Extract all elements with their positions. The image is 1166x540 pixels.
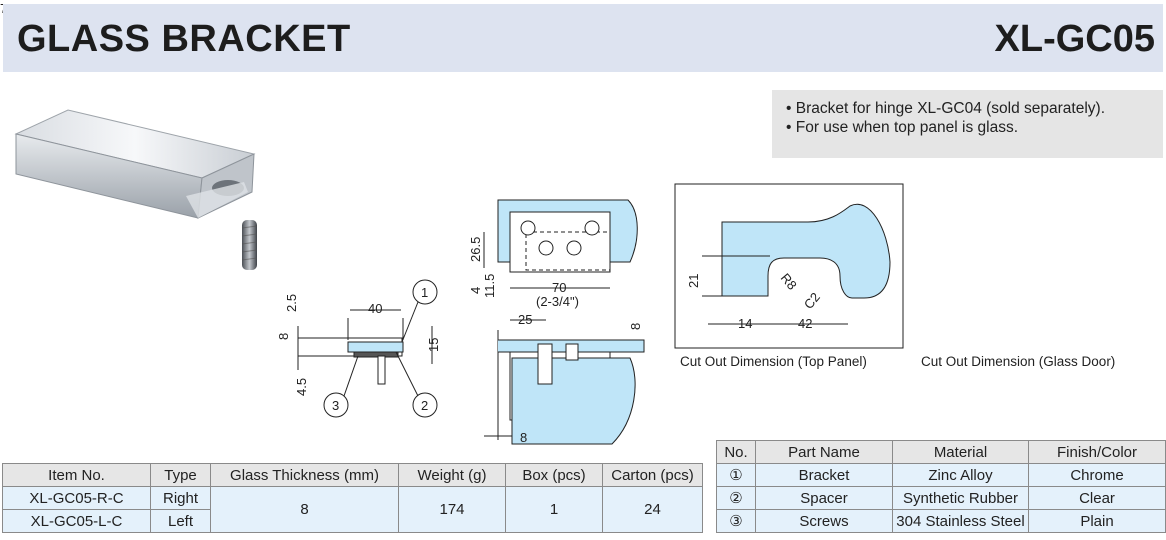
cutout-top-dim: 21 [686, 274, 701, 288]
model-number: XL-GC05 [994, 18, 1155, 60]
cell-finish: Clear [1028, 486, 1166, 510]
col-carton: Carton (pcs) [602, 463, 703, 487]
cutout-top-dim: R8 [778, 270, 800, 292]
cell-no: ③ [716, 509, 756, 533]
table-row: XL-GC05-L-C Left [2, 509, 703, 533]
cell-finish: Chrome [1028, 463, 1166, 487]
cell-part-name: Bracket [755, 463, 893, 487]
table-row: ② Spacer Synthetic Rubber Clear [716, 486, 1166, 510]
cutout-top-panel [674, 183, 904, 349]
cutout-top-dim: 14 [738, 316, 752, 331]
product-title: GLASS BRACKET [17, 18, 351, 60]
cell-glass-thickness: 8 [210, 486, 399, 533]
cell-item-no: XL-GC05-R-C [2, 486, 151, 510]
cell-weight: 174 [398, 486, 506, 533]
table-row: XL-GC05-R-C Right 8 174 1 24 [2, 486, 703, 533]
caption-top-panel: Cut Out Dimension (Top Panel) [680, 354, 867, 369]
col-material: Material [892, 440, 1029, 464]
cell-part-name: Screws [755, 509, 893, 533]
dim-side-c: 8 [276, 333, 291, 340]
col-no: No. [716, 440, 756, 464]
cell-item-no: XL-GC05-L-C [2, 509, 151, 533]
cell-material: Synthetic Rubber [892, 486, 1029, 510]
product-photo [14, 109, 258, 270]
dim-front-e: (2-3/4") [536, 294, 579, 309]
cell-type: Left [150, 509, 211, 533]
item-table: Item No. Type Glass Thickness (mm) Weigh… [2, 463, 703, 533]
dim-side-e: 4.5 [294, 378, 309, 396]
col-glass-thickness: Glass Thickness (mm) [210, 463, 399, 487]
cutout-top-dim: 42 [798, 316, 812, 331]
cell-no: ① [716, 463, 756, 487]
dim-front-f: 25 [518, 312, 532, 327]
dim-front-a: 26.5 [468, 237, 483, 262]
table-row: ③ Screws 304 Stainless Steel Plain [716, 509, 1166, 533]
note-line: • Bracket for hinge XL-GC04 (sold separa… [786, 100, 1106, 117]
caption-glass-door: Cut Out Dimension (Glass Door) [921, 354, 1116, 369]
cell-part-name: Spacer [755, 486, 893, 510]
dim-front-d: 70 [552, 280, 566, 295]
col-box: Box (pcs) [505, 463, 603, 487]
front-view [483, 199, 645, 445]
dim-side-b: 40 [368, 301, 382, 316]
cell-no: ② [716, 486, 756, 510]
page-header: GLASS BRACKET XL-GC05 [3, 4, 1163, 72]
dim-front-g: 8 [628, 323, 643, 330]
table-row: ① Bracket Zinc Alloy Chrome [716, 463, 1166, 487]
cell-box: 1 [505, 486, 603, 533]
col-item-no: Item No. [2, 463, 151, 487]
dim-front-h: 8 [520, 430, 527, 445]
col-type: Type [150, 463, 211, 487]
col-weight: Weight (g) [398, 463, 506, 487]
side-view [297, 279, 438, 418]
parts-table: No. Part Name Material Finish/Color ① Br… [716, 440, 1166, 533]
dim-side-a: 2.5 [284, 294, 299, 312]
cell-carton: 24 [602, 486, 703, 533]
cell-type: Right [150, 486, 211, 510]
cutout-top-dim: C2 [801, 290, 823, 312]
cell-material: Zinc Alloy [892, 463, 1029, 487]
product-notes: • Bracket for hinge XL-GC04 (sold separa… [772, 90, 1163, 158]
callout-2: 2 [421, 398, 428, 413]
callout-1: 1 [421, 285, 428, 300]
dim-side-d: 15 [426, 338, 441, 352]
dim-front-c: 11.5 [482, 274, 497, 298]
cell-finish: Plain [1028, 509, 1166, 533]
col-finish: Finish/Color [1028, 440, 1166, 464]
col-part-name: Part Name [755, 440, 893, 464]
cell-material: 304 Stainless Steel [892, 509, 1029, 533]
dim-front-b: 4 [468, 287, 483, 294]
note-line: • For use when top panel is glass. [786, 119, 1019, 136]
callout-3: 3 [332, 398, 339, 413]
